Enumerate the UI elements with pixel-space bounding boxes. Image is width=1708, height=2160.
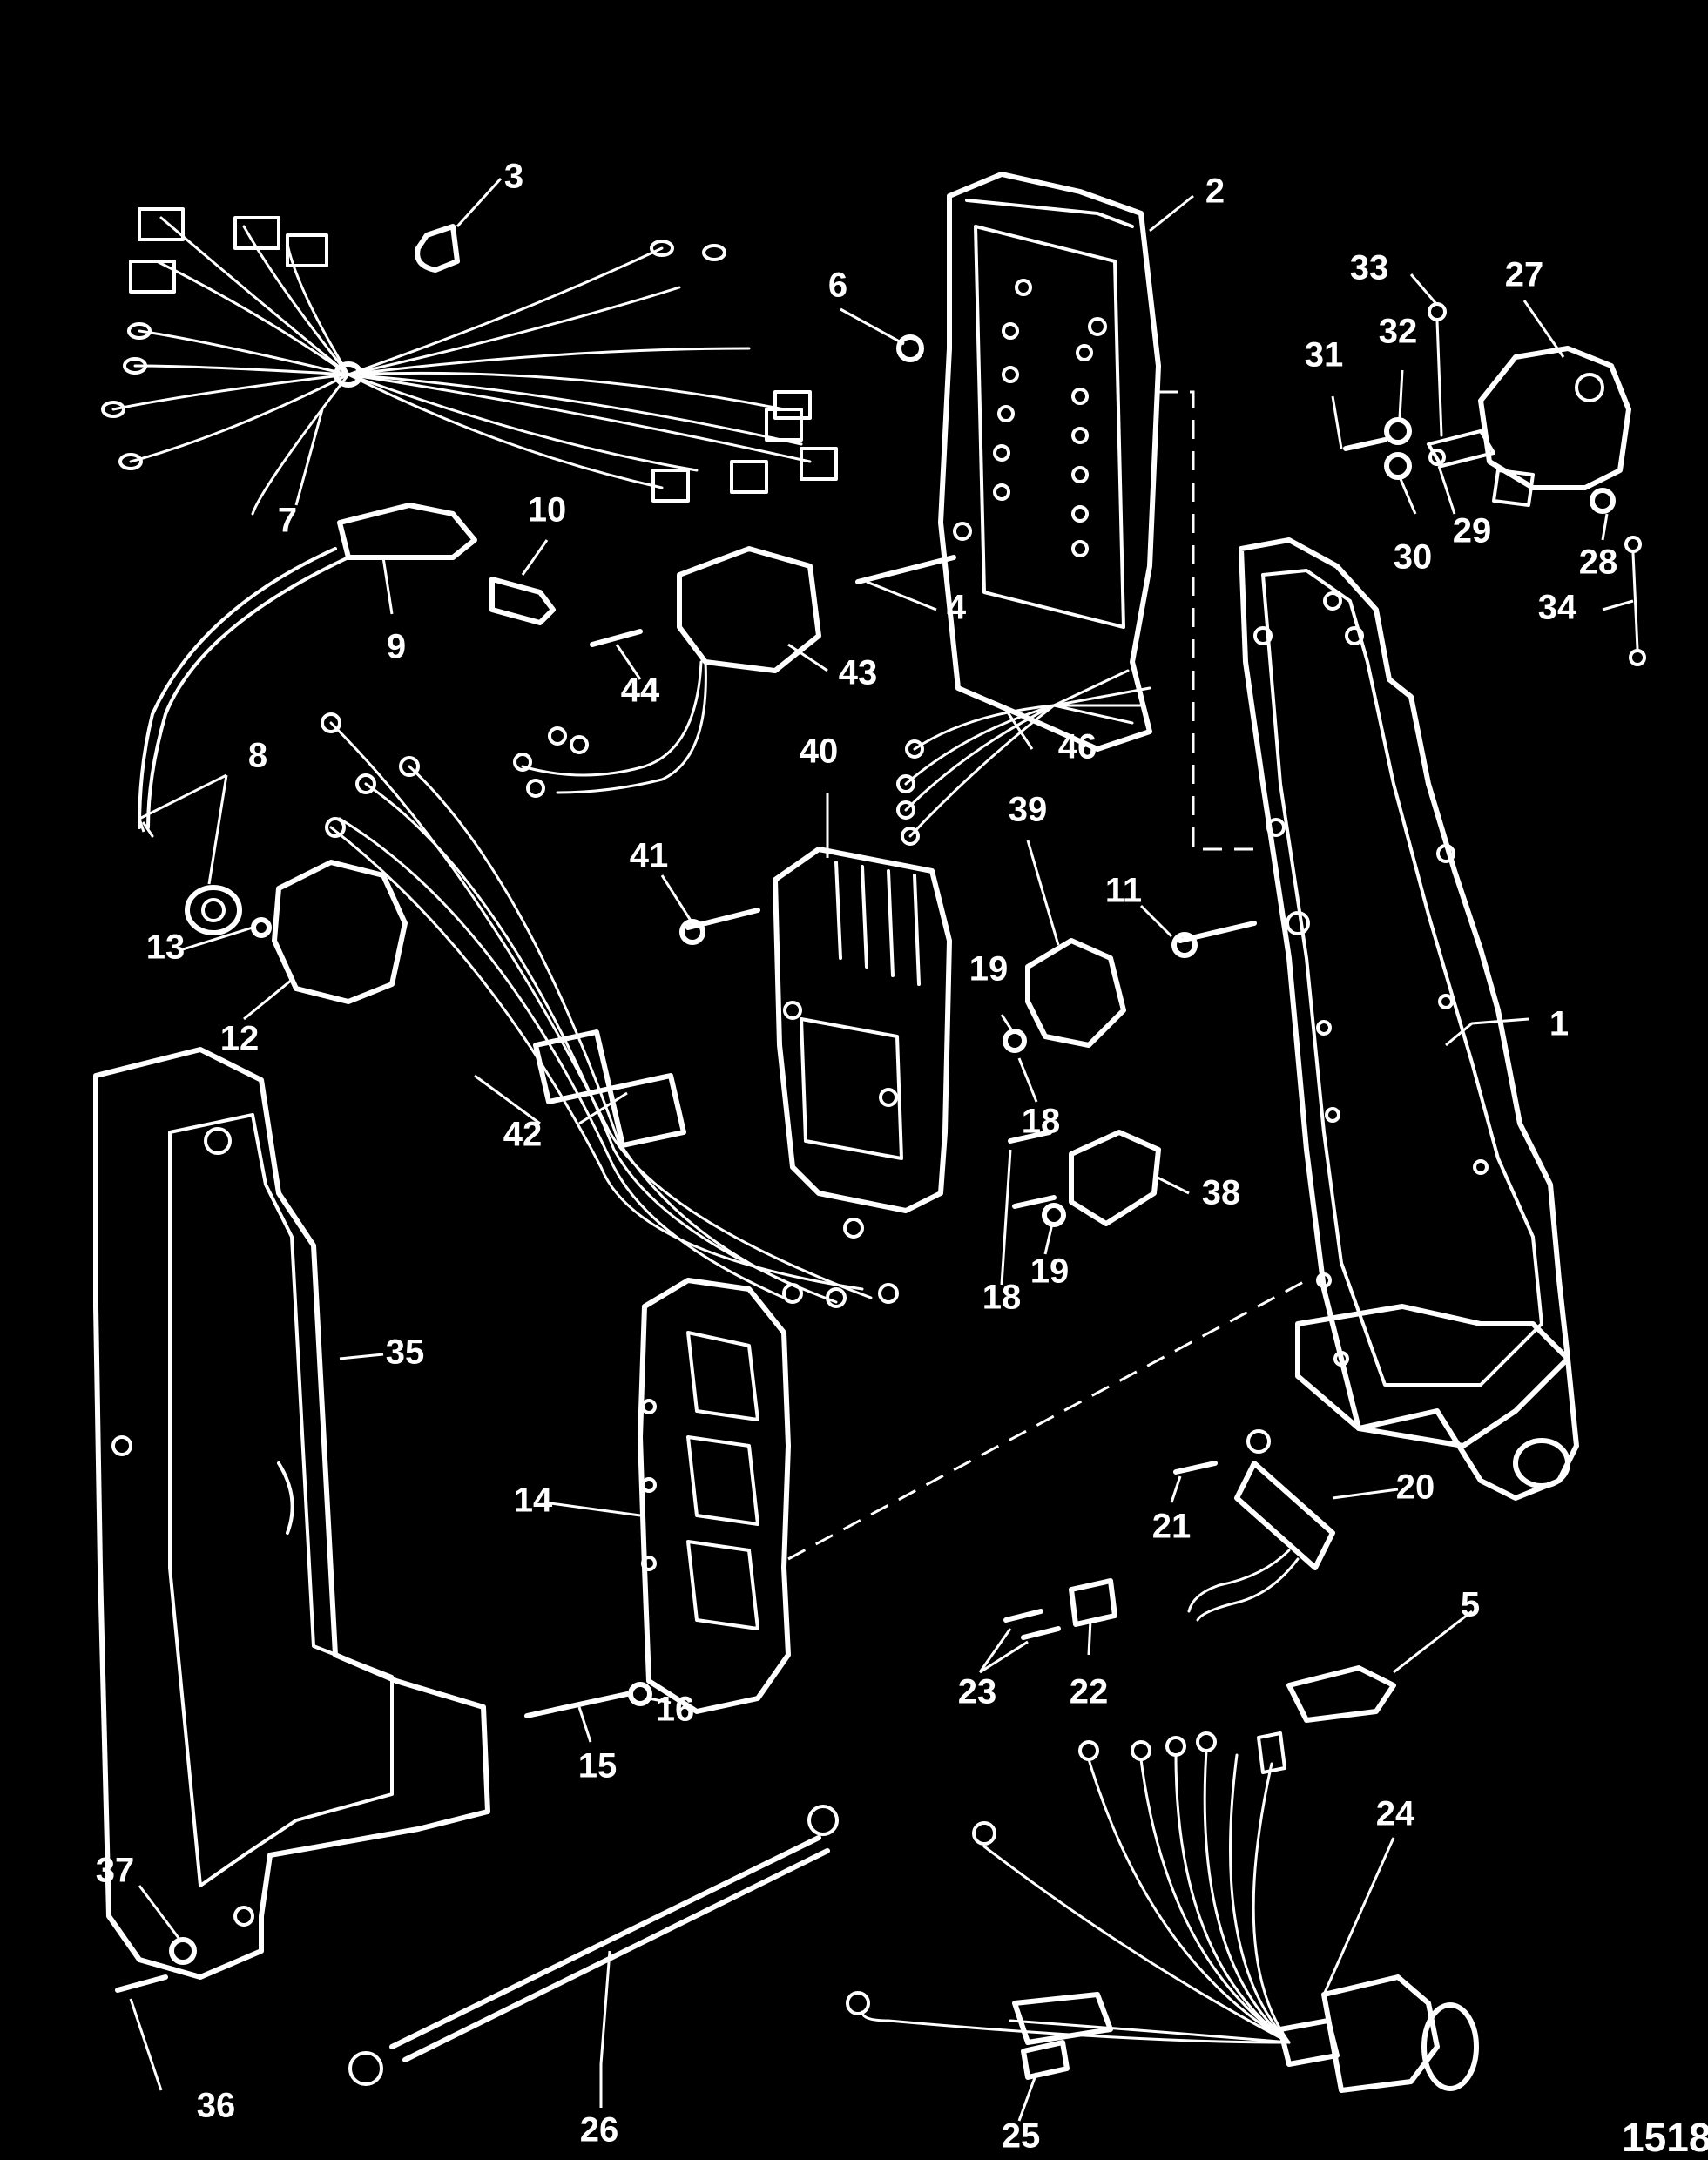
callout-3: 3 — [504, 158, 523, 196]
callout-2: 2 — [1205, 172, 1225, 211]
callout-10: 10 — [528, 491, 567, 530]
callout-22: 22 — [1070, 1673, 1109, 1711]
callout-46: 46 — [1058, 728, 1097, 766]
part-43-harness — [513, 660, 707, 798]
part-28-nut — [1590, 488, 1616, 514]
part-37-washer — [169, 1937, 197, 1965]
part-23-screw-a — [1003, 1609, 1043, 1623]
callout-15: 15 — [578, 1747, 618, 1785]
part-15-screw — [524, 1691, 630, 1718]
callout-43: 43 — [839, 654, 878, 692]
part-26-battery-cable — [348, 1805, 839, 2086]
part-4-screw — [855, 555, 956, 584]
part-29-lockwasher — [1428, 449, 1446, 466]
callout-12: 12 — [220, 1020, 260, 1058]
part-18-screw-b — [1012, 1195, 1057, 1209]
leader-lines — [129, 177, 1634, 2122]
part-31-screw — [1343, 437, 1387, 451]
part-11-bolt-head — [1171, 932, 1198, 958]
part-27-solenoid-bracket — [1427, 346, 1631, 507]
callout-28: 28 — [1579, 543, 1618, 582]
part-40-voltage-regulator — [773, 847, 952, 1213]
part-22-clamp — [1069, 1578, 1117, 1627]
part-16-washer — [628, 1682, 652, 1706]
callout-23: 23 — [958, 1673, 997, 1711]
callout-39: 39 — [1009, 791, 1048, 829]
callout-24: 24 — [1376, 1795, 1415, 1833]
part-2-switch-box — [938, 172, 1161, 752]
callout-13: 13 — [146, 928, 186, 967]
part-39-rectifier — [1025, 938, 1126, 1048]
callout-25: 25 — [1002, 2117, 1041, 2156]
part-13-nut — [251, 917, 272, 938]
callout-33: 33 — [1350, 249, 1389, 287]
part-38-fuse-holder — [1069, 1130, 1161, 1226]
part-44-screw — [590, 629, 643, 647]
callout-35: 35 — [386, 1333, 425, 1372]
part-7-wire-harness — [101, 207, 838, 516]
part-20-lead — [1187, 1429, 1335, 1622]
part-36-screw — [115, 1974, 168, 1993]
callout-16: 16 — [656, 1691, 695, 1729]
callout-44: 44 — [621, 672, 660, 710]
part-46-harness — [896, 669, 1151, 846]
callout-9: 9 — [387, 628, 406, 666]
part-3-clamp — [415, 224, 460, 273]
callout-41: 41 — [630, 837, 669, 875]
dashed-assembly-line-upper — [1158, 390, 1254, 851]
figure-number: 15181 — [1622, 2115, 1708, 2160]
part-9-lead — [138, 503, 477, 829]
part-12-solenoid — [272, 860, 408, 1004]
part-18-screw-a — [1008, 1130, 1052, 1144]
part-30-nut — [1384, 452, 1412, 480]
callout-14: 14 — [514, 1482, 553, 1520]
callout-27: 27 — [1505, 256, 1544, 294]
part-24-main-harness — [846, 1731, 1479, 2093]
callout-30: 30 — [1394, 538, 1433, 577]
callout-19-b: 19 — [1030, 1252, 1070, 1291]
part-19-nut-b — [1042, 1203, 1066, 1227]
part-35-cover — [93, 1047, 490, 1980]
callout-29: 29 — [1453, 512, 1492, 550]
callout-20: 20 — [1396, 1468, 1435, 1507]
part-1-mounting-bracket — [1239, 537, 1579, 1501]
callout-26: 26 — [580, 2111, 619, 2150]
part-43-switch — [677, 546, 821, 673]
part-33-lead — [1428, 302, 1447, 437]
part-32-washer — [1384, 417, 1412, 445]
callout-38: 38 — [1202, 1174, 1241, 1212]
part-42-harness — [321, 712, 899, 1308]
callout-40: 40 — [800, 732, 839, 771]
part-14-coil-pack — [638, 1278, 791, 1714]
callout-21: 21 — [1152, 1508, 1192, 1546]
callout-34: 34 — [1538, 589, 1577, 627]
dashed-assembly-line-lower — [787, 1279, 1307, 1561]
callout-11: 11 — [1105, 872, 1142, 910]
callout-36: 36 — [197, 2087, 236, 2125]
callout-31: 31 — [1305, 336, 1344, 375]
part-10-spark-plug — [489, 577, 556, 625]
part-5-connector — [1286, 1665, 1396, 1723]
part-21-screw — [1173, 1461, 1218, 1475]
part-23-screw-b — [1021, 1626, 1061, 1640]
part-8-cap — [142, 821, 242, 935]
callout-8: 8 — [248, 737, 267, 775]
callout-5: 5 — [1461, 1586, 1480, 1624]
callout-1: 1 — [1549, 1005, 1569, 1043]
callout-32: 32 — [1379, 313, 1418, 351]
callout-7: 7 — [278, 502, 297, 540]
callout-18-b: 18 — [982, 1279, 1022, 1317]
callout-18-a: 18 — [1022, 1103, 1061, 1141]
part-6-nut — [896, 334, 924, 362]
callout-42: 42 — [503, 1116, 543, 1154]
part-34-lead — [1624, 536, 1646, 666]
part-19-nut-a — [1003, 1029, 1027, 1053]
part-25-fuse — [1021, 2040, 1070, 2080]
callout-6: 6 — [828, 267, 847, 305]
callout-4: 4 — [947, 589, 967, 627]
callout-19-a: 19 — [969, 950, 1009, 989]
callout-37: 37 — [96, 1852, 135, 1890]
